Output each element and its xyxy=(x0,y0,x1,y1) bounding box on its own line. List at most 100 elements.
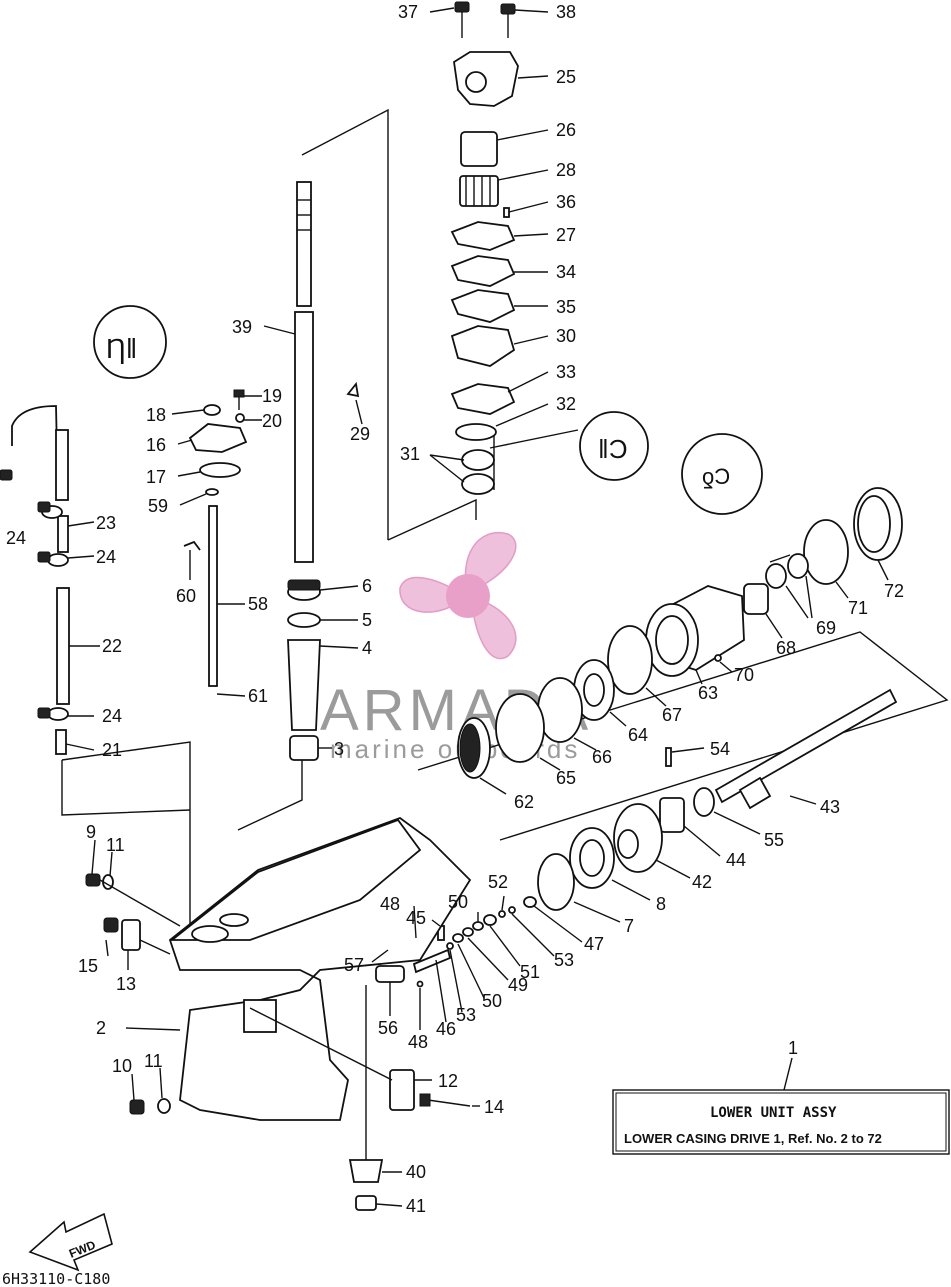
o-ring-32 xyxy=(455,423,497,441)
label-71: 71 xyxy=(848,598,868,618)
label-10: 10 xyxy=(112,1056,132,1076)
label-19: 19 xyxy=(262,386,282,406)
label-31: 31 xyxy=(400,444,420,464)
label-2: 2 xyxy=(96,1018,106,1038)
bearing-64 xyxy=(573,659,615,721)
label-45: 45 xyxy=(406,908,426,928)
reverse-gear-62 xyxy=(457,717,491,779)
pin-70 xyxy=(714,654,722,662)
washer-20 xyxy=(235,413,245,423)
label-46: 46 xyxy=(436,1019,456,1039)
label-18: 18 xyxy=(146,405,166,425)
label-16: 16 xyxy=(146,435,166,455)
label-38: 38 xyxy=(556,2,576,22)
o-ring-17 xyxy=(199,462,241,478)
label-41: 41 xyxy=(406,1196,426,1216)
label-6: 6 xyxy=(362,576,372,596)
label-43: 43 xyxy=(820,797,840,817)
label-54: 54 xyxy=(710,739,730,759)
label-7: 7 xyxy=(624,916,634,936)
bearing-6 xyxy=(287,579,321,601)
svg-text:ƍƆ: ƍƆ xyxy=(702,464,730,489)
grommet-23 xyxy=(57,515,69,553)
svg-text:ǁƆ: ǁƆ xyxy=(598,434,628,464)
seal-21 xyxy=(55,729,67,755)
drive-shaft-39 xyxy=(294,181,314,563)
label-8: 8 xyxy=(656,894,666,914)
label-3: 3 xyxy=(334,739,344,759)
plunger-46 xyxy=(412,948,452,974)
bearing-3 xyxy=(289,735,319,761)
label-32: 32 xyxy=(556,394,576,414)
label-50a: 50 xyxy=(448,892,468,912)
label-47: 47 xyxy=(584,934,604,954)
label-48b: 48 xyxy=(408,1032,428,1052)
propeller-logo-icon xyxy=(399,531,517,660)
label-55: 55 xyxy=(764,830,784,850)
label-50b: 50 xyxy=(482,991,502,1011)
label-68: 68 xyxy=(776,638,796,658)
housing-30 xyxy=(450,325,516,367)
label-72: 72 xyxy=(884,581,904,601)
label-36: 36 xyxy=(556,192,576,212)
label-24c: 24 xyxy=(102,706,122,726)
bolt-10 xyxy=(129,1099,145,1115)
gasket-27 xyxy=(450,221,516,251)
shift-rod-58 xyxy=(208,505,218,687)
label-60: 60 xyxy=(176,586,196,606)
bolt-37 xyxy=(454,1,470,38)
label-48a: 48 xyxy=(380,894,400,914)
label-66: 66 xyxy=(592,747,612,767)
part-labels: 37 38 25 26 28 36 27 34 35 30 33 32 31 3… xyxy=(6,2,904,1216)
label-53b: 53 xyxy=(456,1005,476,1025)
anode-13 xyxy=(121,919,141,951)
label-29: 29 xyxy=(350,424,370,444)
shim-5 xyxy=(287,612,321,628)
nut-15 xyxy=(103,917,119,933)
label-1: 1 xyxy=(788,1038,798,1058)
forward-gear-42 xyxy=(613,803,663,873)
water-pump-group: ǁƆ xyxy=(450,1,649,495)
propeller-shaft-43 xyxy=(714,688,898,810)
fwd-arrow-icon: FWD xyxy=(28,1212,113,1272)
clutch-44 xyxy=(659,797,685,833)
bolt-9 xyxy=(85,873,101,887)
leader-lines xyxy=(65,7,889,1207)
screw-14 xyxy=(419,1093,471,1107)
label-17: 17 xyxy=(146,467,166,487)
label-15: 15 xyxy=(78,956,98,976)
label-69: 69 xyxy=(816,618,836,638)
gasket-33 xyxy=(450,383,516,415)
pin-54 xyxy=(665,747,672,767)
label-49: 49 xyxy=(508,975,528,995)
label-61: 61 xyxy=(248,686,268,706)
label-11b: 11 xyxy=(144,1051,163,1071)
ring-nut-72 xyxy=(853,487,903,561)
part-49 xyxy=(462,927,474,937)
label-70: 70 xyxy=(734,665,754,685)
label-59: 59 xyxy=(148,496,168,516)
shift-slider-56 xyxy=(375,965,405,983)
o-ring-59 xyxy=(205,488,219,496)
detail-callout-left xyxy=(93,305,167,379)
ball-52 xyxy=(498,910,506,918)
assembly-subtitle: LOWER CASING DRIVE 1, Ref. No. 2 to 72 xyxy=(624,1131,882,1146)
label-58: 58 xyxy=(248,594,268,614)
label-25: 25 xyxy=(556,67,576,87)
label-63: 63 xyxy=(698,683,718,703)
bolt-38 xyxy=(500,3,516,38)
label-13: 13 xyxy=(116,974,136,994)
label-11a: 11 xyxy=(106,835,125,855)
spring-55 xyxy=(693,787,715,817)
washer-11b xyxy=(157,1098,171,1114)
washer-71 xyxy=(803,519,849,585)
label-24b: 24 xyxy=(96,547,116,567)
shim-7 xyxy=(537,853,575,911)
lower-casing-2 xyxy=(168,816,472,1121)
seal-31b xyxy=(461,473,495,495)
shim-65 xyxy=(495,693,545,763)
anode-12 xyxy=(389,1069,415,1111)
label-37: 37 xyxy=(398,2,418,22)
label-65: 65 xyxy=(556,768,576,788)
label-53a: 53 xyxy=(554,950,574,970)
